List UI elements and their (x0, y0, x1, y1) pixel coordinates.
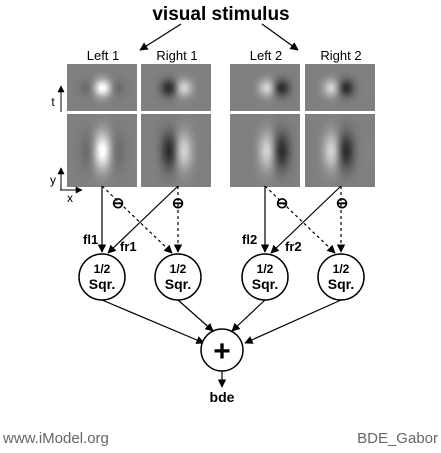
receptive-field-1-top (67, 64, 137, 111)
receptive-field-4-bottom (305, 114, 375, 187)
stimulus-arrow-right (261, 23, 299, 51)
unit-line2: Sqr. (165, 276, 191, 292)
line-unit1-to-sum (101, 299, 205, 344)
unit-line1: 1/2 (170, 262, 187, 276)
column-label-left2: Left 2 (250, 48, 283, 63)
receptive-field-3-bottom (230, 114, 300, 187)
unit-line2: Sqr. (252, 276, 278, 292)
footer-right: BDE_Gabor (357, 430, 438, 447)
unit-line1: 1/2 (333, 262, 350, 276)
column-label-right2: Right 2 (320, 48, 361, 63)
receptive-field-4-top (305, 64, 375, 111)
receptive-field-1-bottom (67, 114, 137, 187)
inhibit-icon: ⊖ (336, 195, 349, 212)
receptive-field-3-top (230, 64, 300, 111)
half-square-unit-4: 1/2 Sqr. (317, 253, 365, 301)
plus-icon: + (213, 335, 231, 368)
t-axis-label: t (51, 95, 55, 109)
channel-label-fr2: fr2 (285, 239, 302, 254)
y-axis-label: y (50, 173, 56, 187)
footer-left: www.iModel.org (3, 430, 109, 447)
channel-label-fr1: fr1 (120, 239, 137, 254)
line-unit3-to-sum (231, 299, 266, 332)
line-unit2-to-sum (177, 299, 214, 332)
unit-line2: Sqr. (89, 276, 115, 292)
stimulus-arrow-left (139, 23, 182, 51)
inhibit-icon: ⊖ (112, 195, 125, 212)
unit-line1: 1/2 (257, 262, 274, 276)
receptive-field-2-bottom (141, 114, 211, 187)
channel-label-fl1: fl1 (83, 232, 98, 247)
half-square-unit-2: 1/2 Sqr. (154, 253, 202, 301)
x-axis-label: x (67, 191, 73, 205)
line-right2-to-unit3 (270, 185, 342, 254)
line-right1-to-unit1 (107, 185, 179, 254)
unit-line2: Sqr. (328, 276, 354, 292)
inhibit-icon: ⊖ (172, 195, 185, 212)
column-label-right1: Right 1 (156, 48, 197, 63)
output-label: bde (210, 389, 235, 405)
column-label-left1: Left 1 (87, 48, 120, 63)
unit-line1: 1/2 (94, 262, 111, 276)
line-unit4-to-sum (244, 299, 342, 344)
half-square-unit-1: 1/2 Sqr. (78, 253, 126, 301)
half-square-unit-3: 1/2 Sqr. (241, 253, 289, 301)
line-left2-to-unit4-inhib (264, 185, 336, 254)
title: visual stimulus (152, 4, 289, 25)
line-left1-to-unit2-inhib (101, 185, 173, 254)
sum-node: + (200, 328, 244, 372)
inhibit-icon: ⊖ (276, 195, 289, 212)
receptive-field-2-top (141, 64, 211, 111)
receptive-field-panels (67, 64, 375, 187)
channel-label-fl2: fl2 (242, 232, 257, 247)
